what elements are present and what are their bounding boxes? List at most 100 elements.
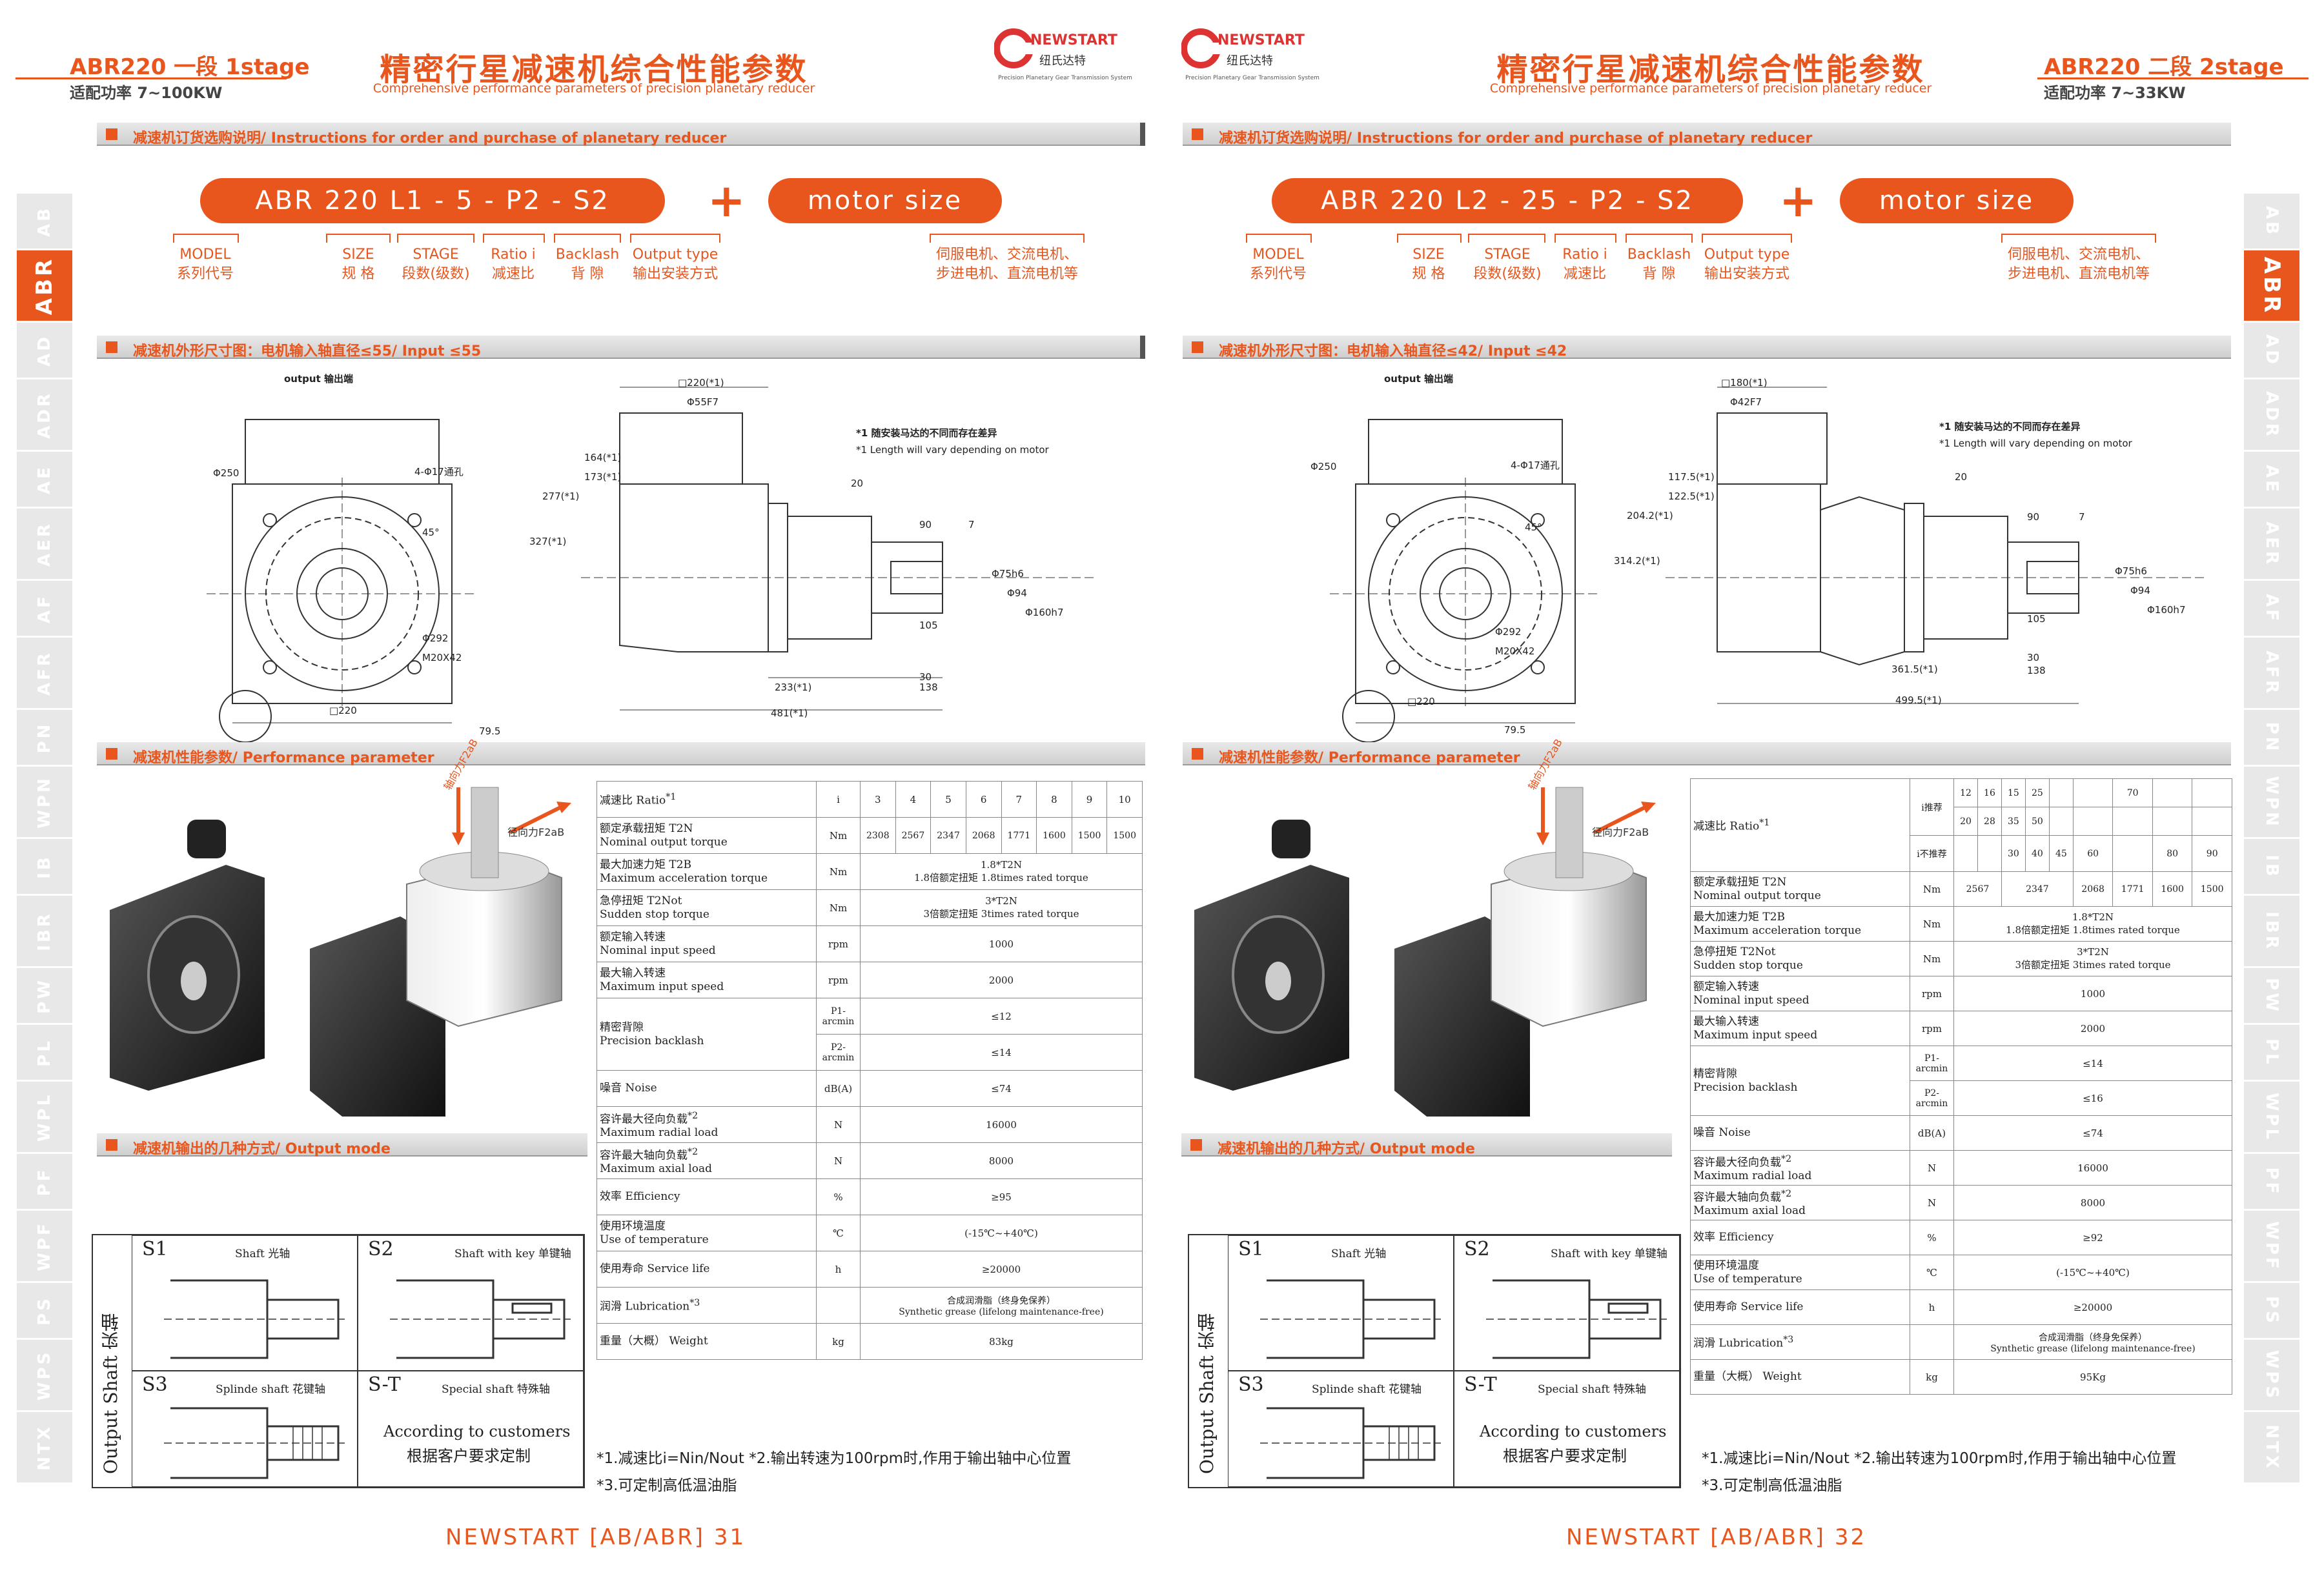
tab-ntx[interactable]: NTX [17,1412,72,1484]
tab-pw[interactable]: PW [2244,968,2299,1025]
tab-ad[interactable]: AD [2244,323,2299,379]
model-title: ABR220 二段 2stage [2044,54,2284,80]
table-row: 使用寿命 Service life h ≥20000 [596,1251,1143,1288]
label-motor: 伺服电机、交流电机、步进电机、直流电机等 [2007,247,2150,282]
tab-af[interactable]: AF [17,581,72,638]
tab-pf[interactable]: PF [2244,1154,2299,1211]
tab-pf[interactable]: PF [17,1154,72,1211]
product-photo [97,781,587,1117]
section-dimensions: 减速机外形尺寸图：电机输入轴直径≤42/ Input ≤42 [1183,336,2231,359]
model-title: ABR220 一段 1stage [70,54,310,80]
tab-ibr[interactable]: IBR [17,896,72,968]
tab-pl[interactable]: PL [2244,1025,2299,1082]
power-range: 适配功率 7~33KW [2044,84,2186,102]
tab-wpl[interactable]: WPL [17,1082,72,1154]
tab-afr[interactable]: AFR [17,638,72,710]
tab-pw[interactable]: PW [17,968,72,1025]
page-right: NEWSTART 纽氏达特 Precision Planetary Gear T… [1162,0,2324,1587]
tab-ps[interactable]: PS [2244,1283,2299,1340]
tab-ps[interactable]: PS [17,1283,72,1340]
tab-ae[interactable]: AE [2244,452,2299,509]
tab-wps[interactable]: WPS [2244,1340,2299,1412]
output-label: output 输出端 [284,373,353,385]
tab-wpf[interactable]: WPF [17,1211,72,1283]
tab-adr[interactable]: ADR [17,379,72,452]
section-performance: 减速机性能参数/ Performance parameter [1183,742,2231,766]
radial-force-label: 径向力F2aB [1592,826,1649,838]
label-motor: 伺服电机、交流电机、步进电机、直流电机等 [935,247,1078,282]
performance-table: 减速比 Ratio*1 i 3 4 5 6 7 8 9 10 额定承载扭矩 T2… [596,781,1143,1360]
tab-wpn[interactable]: WPN [17,767,72,839]
brand-name: NEWSTART [1218,32,1305,48]
brand-name: NEWSTART [1030,32,1117,48]
tab-ntx[interactable]: NTX [2244,1412,2299,1484]
brand-name-cn: 纽氏达特 [1227,54,1273,68]
shaft-spline-icon [164,1407,345,1479]
tab-ab[interactable]: AB [17,194,72,250]
tab-aer[interactable]: AER [2244,509,2299,581]
brand-tagline: Precision Planetary Gear Transmission Sy… [998,75,1132,81]
tab-wpn[interactable]: WPN [2244,767,2299,839]
tab-ibr[interactable]: IBR [2244,896,2299,968]
tab-ae[interactable]: AE [17,452,72,509]
brand-name-cn: 纽氏达特 [1039,54,1086,68]
tab-afr[interactable]: AFR [2244,638,2299,710]
tab-wpl[interactable]: WPL [2244,1082,2299,1154]
tab-ab[interactable]: AB [2244,194,2299,250]
motor-size-pill: motor size [768,178,1002,223]
section-order: 减速机订货选购说明/ Instructions for order and pu… [1183,123,2231,147]
table-row: 重量（大概） Weight kg 95Kg [1690,1359,2232,1395]
tab-abr[interactable]: ABR [2244,250,2299,323]
logo-mark-icon [994,28,1033,68]
front-view-drawing [194,368,491,749]
page-footer: NEWSTART [AB/ABR] 32 [1566,1524,1867,1550]
tab-aer[interactable]: AER [17,509,72,581]
shaft-plain-icon [164,1279,345,1359]
section-dimensions-title: 减速机外形尺寸图：电机输入轴直径≤42/ Input ≤42 [1219,343,1567,359]
tab-ib[interactable]: IB [2244,839,2299,896]
table-row: P2-arcmin ≤14 [597,1034,1143,1071]
drawing-note-cn: *1 随安装马达的不同而存在差异 [856,427,997,439]
section-order: 减速机订货选购说明/ Instructions for order and pu… [97,123,1145,147]
page-footer: NEWSTART [AB/ABR] 31 [445,1524,746,1550]
title-underline [2037,77,2309,79]
tab-af[interactable]: AF [2244,581,2299,638]
page-subtitle: Comprehensive performance parameters of … [372,81,815,96]
output-label: output 输出端 [1384,373,1453,385]
tab-ib[interactable]: IB [17,839,72,896]
tab-ad[interactable]: AD [17,323,72,379]
shaft-key-icon [1486,1279,1667,1359]
section-output-title: 减速机输出的几种方式/ Output mode [1218,1141,1475,1157]
brand-tagline: Precision Planetary Gear Transmission Sy… [1185,75,1320,81]
tab-abr[interactable]: ABR [17,250,72,323]
tab-pn[interactable]: PN [17,710,72,767]
brand-logo: NEWSTART 纽氏达特 Precision Planetary Gear T… [1181,26,1323,97]
table-row: 润滑 Lubrication*3 合成润滑脂（终身免保养）Synthetic g… [1690,1324,2232,1360]
order-code-pill: ABR 220 L2 - 25 - P2 - S2 [1272,178,1743,223]
footnote-1: *1.减速比i=Nin/Nout *2.输出转速为100rpm时,作用于输出轴中… [596,1450,1072,1467]
tab-wps[interactable]: WPS [17,1340,72,1412]
plus-icon: + [1779,174,1817,227]
tab-pl[interactable]: PL [17,1025,72,1082]
drawing-note-cn: *1 随安装马达的不同而存在差异 [1939,421,2081,432]
tab-adr[interactable]: ADR [2244,379,2299,452]
tab-wpf[interactable]: WPF [2244,1211,2299,1283]
table-row: 重量（大概） Weight kg 83kg [596,1323,1143,1360]
tab-pn[interactable]: PN [2244,710,2299,767]
